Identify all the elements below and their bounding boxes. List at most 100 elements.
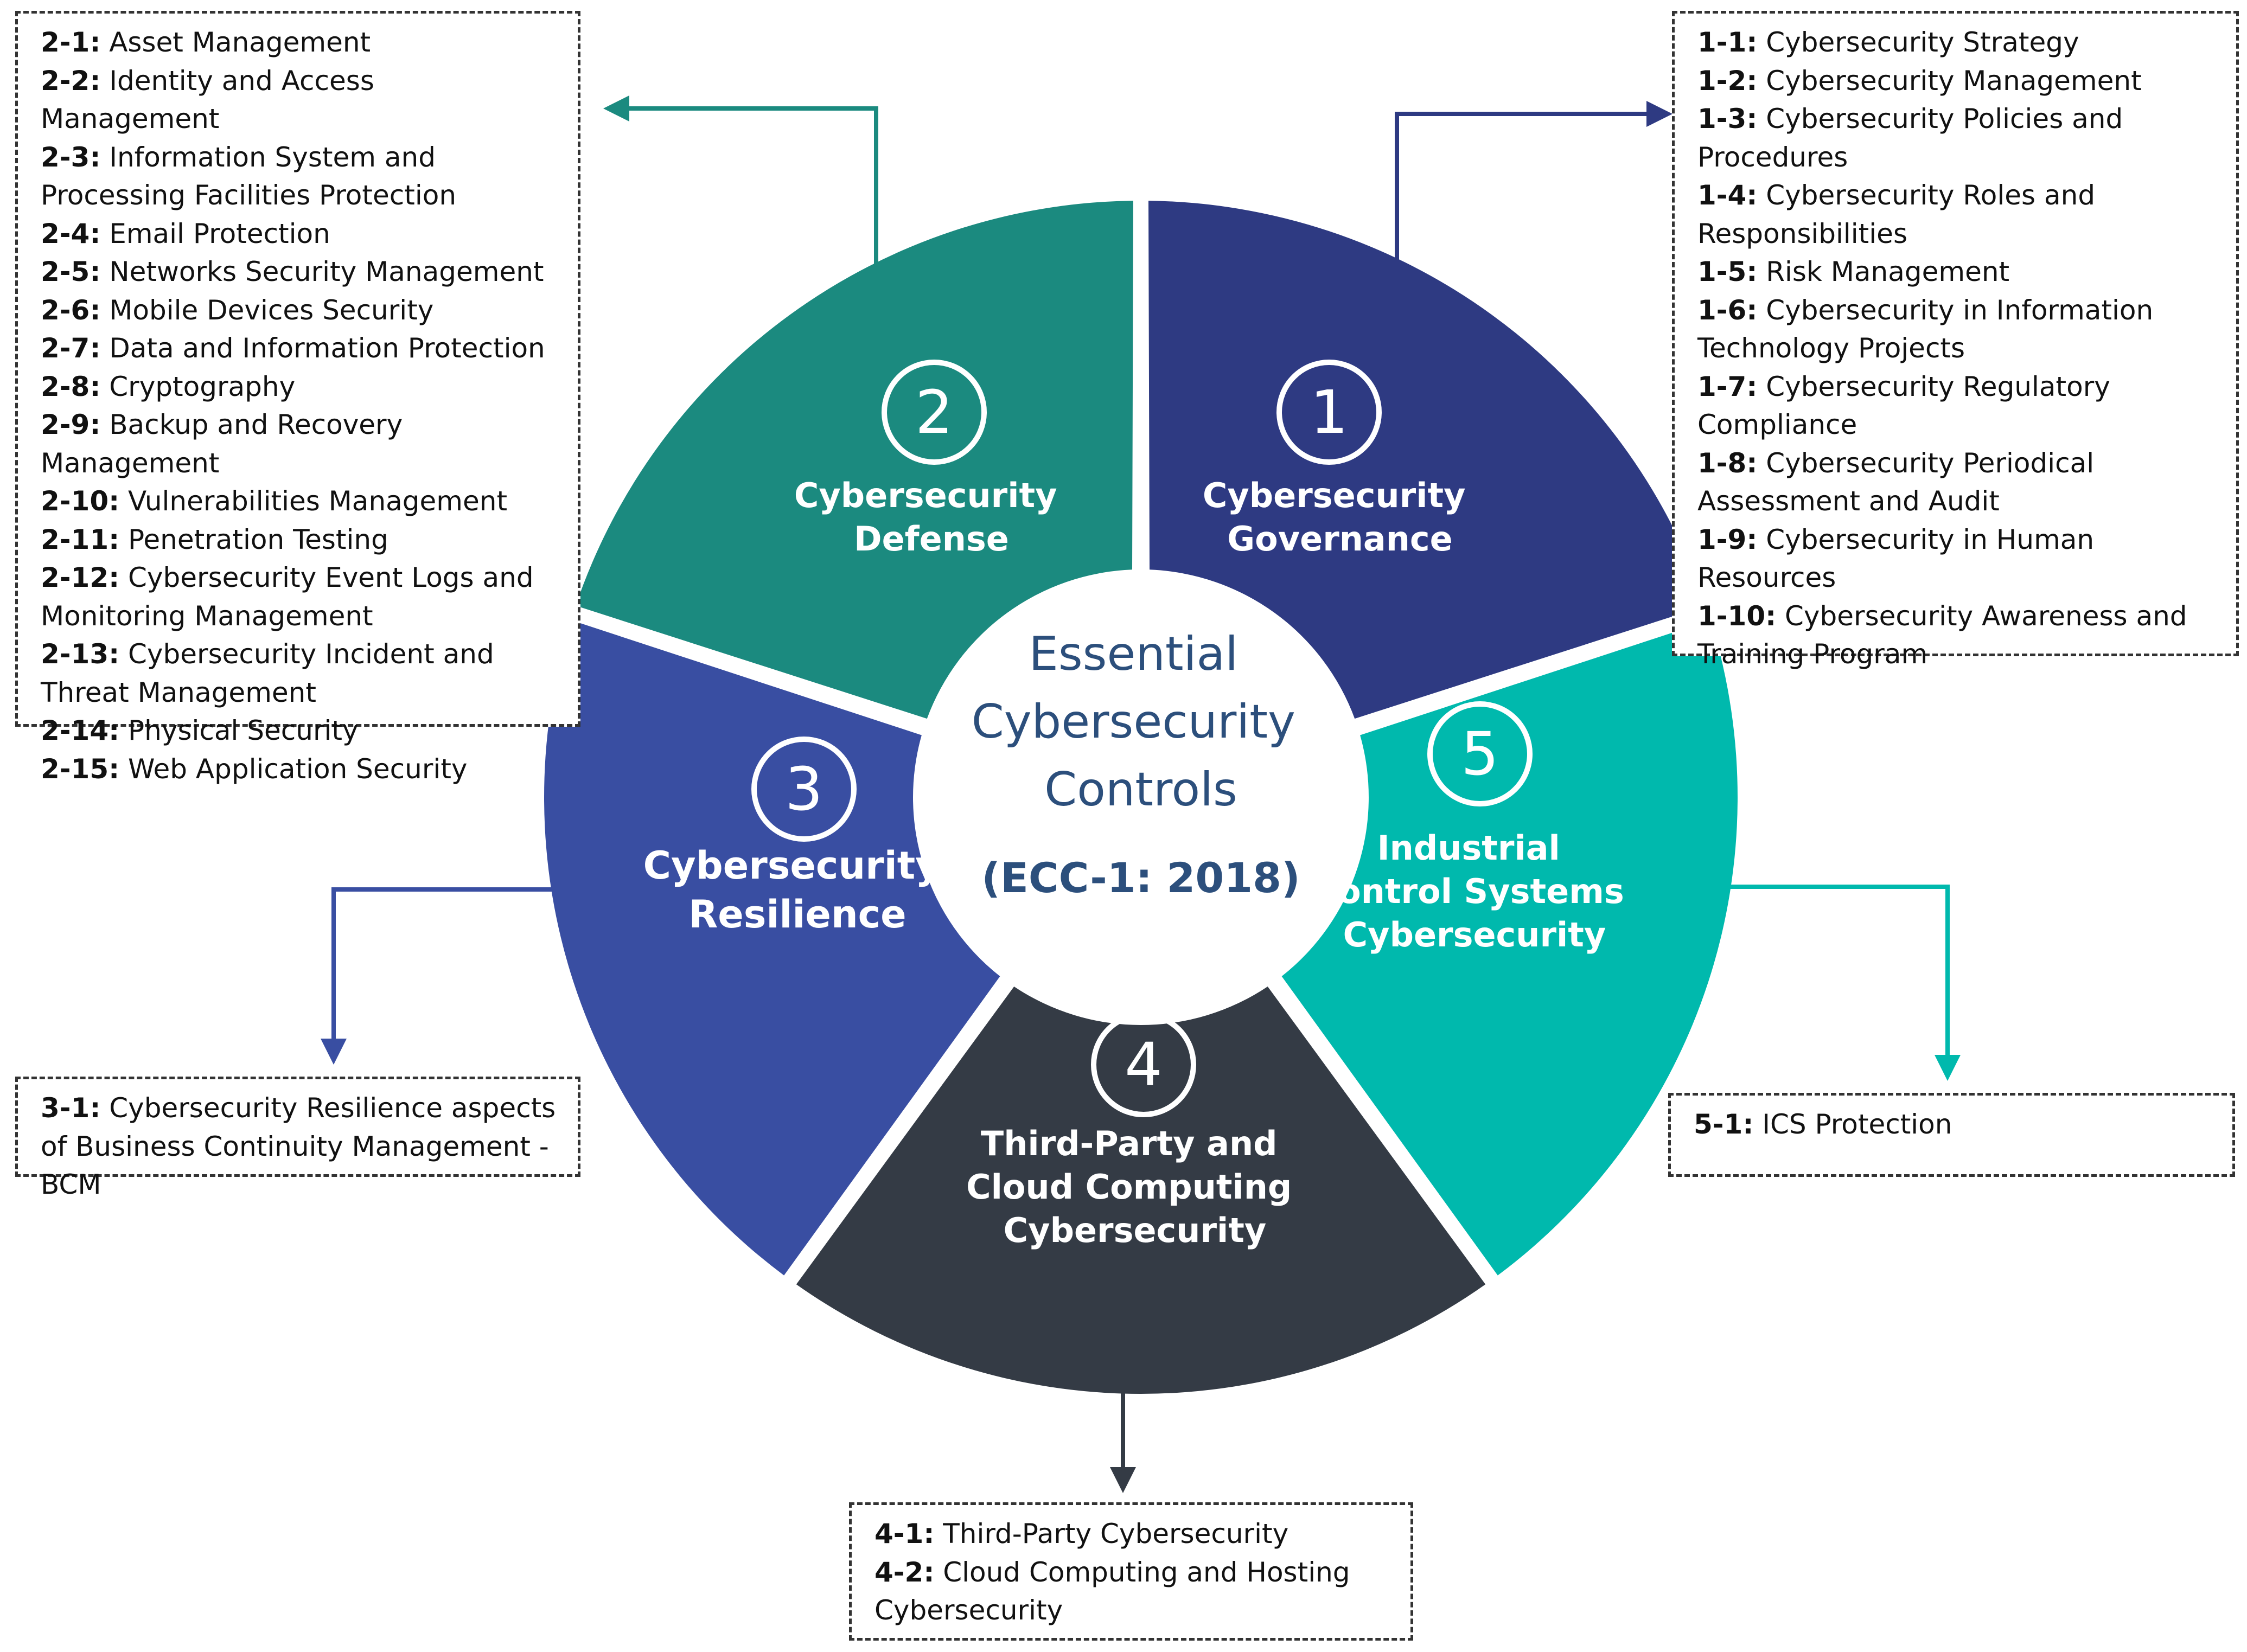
control-text: Cybersecurity Awareness and Training Pro… [1697,600,2187,670]
control-text: Cybersecurity Strategy [1757,27,2079,58]
control-code: 5-1: [1694,1109,1754,1140]
segment-label-defense: Cybersecurity Defense [794,476,1069,559]
control-item: 2-10: Vulnerabilities Management [41,482,561,521]
connector-governance [1395,101,1673,309]
control-code: 1-4: [1697,180,1758,211]
control-item: 1-9: Cybersecurity in Human Resources [1697,521,2220,597]
control-code: 1-8: [1697,447,1758,479]
control-code: 2-2: [41,65,101,97]
control-code: 1-2: [1697,65,1758,97]
control-item: 1-7: Cybersecurity Regulatory Compliance [1697,368,2220,444]
control-text: Cybersecurity in Human Resources [1697,523,2095,594]
control-text: Cybersecurity Roles and Responsibilities [1697,180,2096,249]
control-code: 2-13: [41,638,120,670]
control-item: 2-5: Networks Security Management [41,253,561,291]
control-code: 2-4: [41,217,101,249]
control-code: 1-3: [1697,103,1758,135]
control-text: Identity and Access Management [41,65,374,135]
control-text: ICS Protection [1753,1109,1952,1140]
segment-number-ics: 5 [1427,701,1533,806]
connector-resilience [321,887,613,1065]
control-text: Cybersecurity Resilience aspects of Busi… [41,1092,556,1200]
control-text: Asset Management [100,27,371,58]
center-title: Essential Cybersecurity Controls [972,627,1311,817]
control-item: 2-2: Identity and Access Management [41,62,561,138]
segment-number-resilience: 3 [751,737,857,842]
control-text: Vulnerabilities Management [119,485,508,517]
segment-number-defense: 2 [882,360,987,465]
control-text: Cryptography [100,370,296,402]
control-text: Mobile Devices Security [100,294,434,326]
control-code: 4-1: [874,1518,935,1549]
control-item: 1-2: Cybersecurity Management [1697,62,2220,100]
control-code: 4-2: [874,1556,935,1588]
control-code: 1-1: [1697,27,1758,58]
control-text: Physical Security [119,715,359,746]
control-text: Penetration Testing [119,523,388,555]
center-subtitle: (ECC-1: 2018) [981,854,1300,902]
control-item: 2-1: Asset Management [41,23,561,62]
control-item: 1-6: Cybersecurity in Information Techno… [1697,291,2220,368]
control-code: 2-6: [41,294,101,326]
control-item: 3-1: Cybersecurity Resilience aspects of… [41,1089,561,1204]
control-text: Information System and Processing Facili… [41,141,457,212]
control-code: 2-7: [41,332,101,364]
ics-controls-box: 5-1: ICS Protection [1668,1093,2235,1177]
svg-text:1: 1 [1310,377,1348,447]
segment-resilience [544,620,1000,1276]
control-item: 1-10: Cybersecurity Awareness and Traini… [1697,597,2220,674]
segment-third-party [796,986,1486,1394]
control-item: 2-6: Mobile Devices Security [41,291,561,330]
control-text: Cybersecurity Regulatory Compliance [1697,370,2110,441]
control-code: 2-12: [41,562,120,593]
svg-text:2: 2 [915,377,953,447]
control-item: 2-11: Penetration Testing [41,521,561,559]
control-code: 2-10: [41,485,120,517]
control-text: Networks Security Management [100,256,544,287]
segment-label-ics: Industrial Control Systems Cybersecurity [1313,828,1636,955]
segment-number-third-party: 4 [1091,1012,1196,1117]
control-item: 1-1: Cybersecurity Strategy [1697,23,2220,62]
control-code: 2-11: [41,523,120,555]
control-item: 2-3: Information System and Processing F… [41,138,561,215]
control-item: 5-1: ICS Protection [1694,1105,2216,1144]
control-code: 1-6: [1697,294,1758,326]
segment-label-resilience: Cybersecurity Resilience [643,843,952,937]
control-text: Data and Information Protection [100,332,545,364]
control-text: Email Protection [100,217,330,249]
control-item: 2-12: Cybersecurity Event Logs and Monit… [41,559,561,635]
control-code: 2-5: [41,256,101,287]
control-item: 4-1: Third-Party Cybersecurity [874,1515,1394,1553]
control-item: 2-8: Cryptography [41,368,561,406]
control-text: Cybersecurity Management [1757,65,2142,97]
control-item: 2-15: Web Application Security [41,750,561,789]
segment-governance [1148,201,1706,719]
control-code: 1-7: [1697,370,1758,402]
control-item: 2-4: Email Protection [41,215,561,253]
svg-text:5: 5 [1461,719,1499,789]
control-code: 2-9: [41,409,101,440]
control-text: Cloud Computing and Hosting Cybersecurit… [874,1556,1350,1627]
control-text: Cybersecurity in Information Technology … [1697,294,2154,364]
control-item: 4-2: Cloud Computing and Hosting Cyberse… [874,1553,1394,1630]
control-text: Backup and Recovery Management [41,409,403,479]
control-code: 1-5: [1697,256,1758,287]
control-code: 1-9: [1697,523,1758,555]
control-item: 1-3: Cybersecurity Policies and Procedur… [1697,100,2220,176]
control-text: Cybersecurity Policies and Procedures [1697,103,2123,173]
svg-text:4: 4 [1125,1030,1163,1099]
control-code: 2-15: [41,753,120,785]
connector-defense [603,95,878,304]
svg-text:3: 3 [785,754,823,824]
control-text: Web Application Security [119,753,468,785]
resilience-controls-box: 3-1: Cybersecurity Resilience aspects of… [15,1077,580,1200]
control-item: 1-8: Cybersecurity Periodical Assessment… [1697,444,2220,521]
control-item: 2-7: Data and Information Protection [41,329,561,368]
connector-ics [1665,885,1961,1081]
segment-number-governance: 1 [1276,360,1382,465]
control-code: 1-10: [1697,600,1777,632]
